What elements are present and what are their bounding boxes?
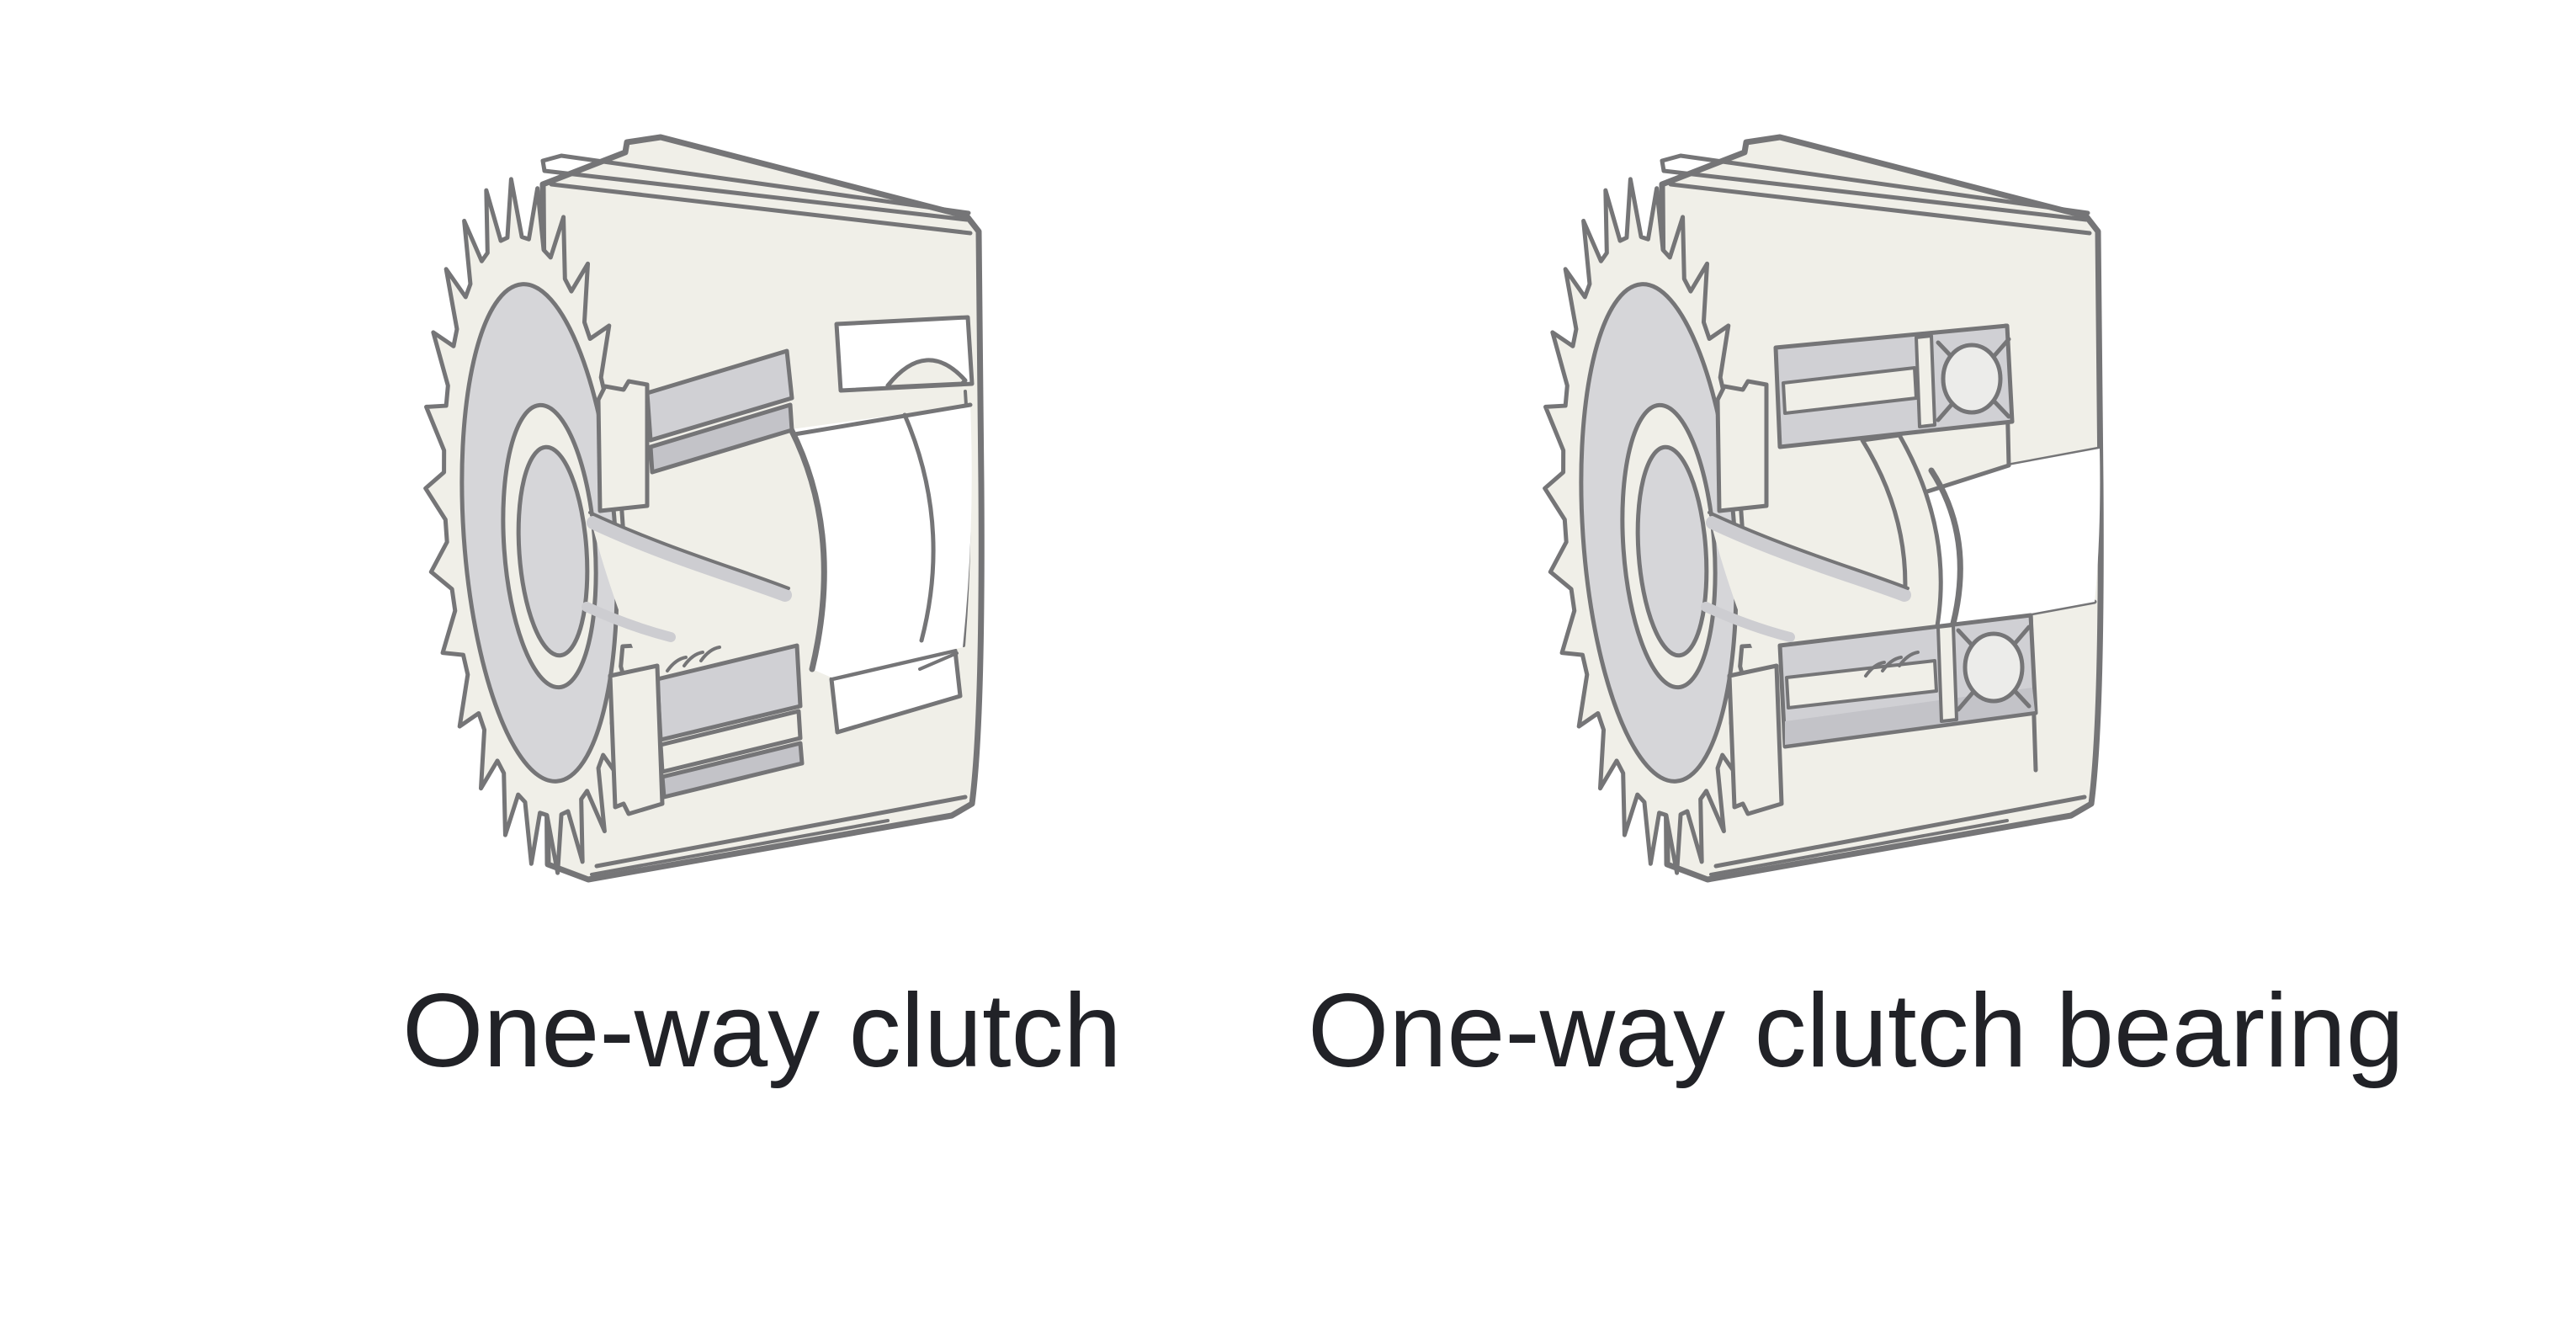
end-slot-upper [834,315,975,393]
one-way-clutch-bearing-illustration [1543,134,2104,883]
gear-bore-ring [516,444,590,658]
sprag-bar-upper [648,402,794,475]
caption-one-way-clutch: One-way clutch [402,973,1122,1089]
race-divider-lower [1936,624,1958,723]
bore-near-arc [788,426,827,672]
cut-strip-upper [596,379,650,513]
spline-ridges [1660,153,2092,236]
caption-one-way-clutch-bearing: One-way clutch bearing [1308,973,2404,1089]
race-divider-upper [1915,334,1936,428]
ball-lower [1963,631,2025,704]
ball-upper [1941,343,2003,415]
bore-top-edge [792,402,973,437]
bottom-edge-line [590,819,890,876]
sprocket-gear [1543,177,1765,875]
bore-opening [788,402,973,678]
slot-groove-dome [885,358,968,390]
one-way-clutch-figure [417,130,1006,888]
bottom-edge-band [594,795,968,869]
sprocket-gear [423,177,645,875]
race-shade-lower [1785,688,2035,745]
hub-gray-band [1701,602,1795,642]
hub-gray-band [582,602,676,642]
bearing-unit-upper [1773,323,2015,449]
end-face [829,315,975,735]
roller-end-arcs [1864,651,1920,678]
bore-far-arc [902,412,936,643]
cut-strip-lower [1727,663,1784,816]
bottom-edge-line [1709,819,2009,876]
gear-bore-ring [1635,444,1709,658]
end-slot-lower [829,648,963,735]
inner-race-gray-band [1706,516,1911,602]
one-way-clutch-illustration [423,134,985,883]
spline-ridges [540,153,973,236]
cut-section [582,348,805,816]
sprag-block-upper [645,348,794,443]
inner-race-gray-band [587,516,792,602]
bottom-edge-band [1713,795,2087,869]
cut-section [1701,323,2038,816]
one-way-clutch-bearing-figure [1536,130,2125,888]
cut-strip-lower [608,663,665,816]
bearing-unit-lower [1777,613,2038,749]
cut-strip-upper [1715,379,1769,513]
roller-end-arcs [666,646,721,672]
roller-bar-upper [1782,366,1918,415]
